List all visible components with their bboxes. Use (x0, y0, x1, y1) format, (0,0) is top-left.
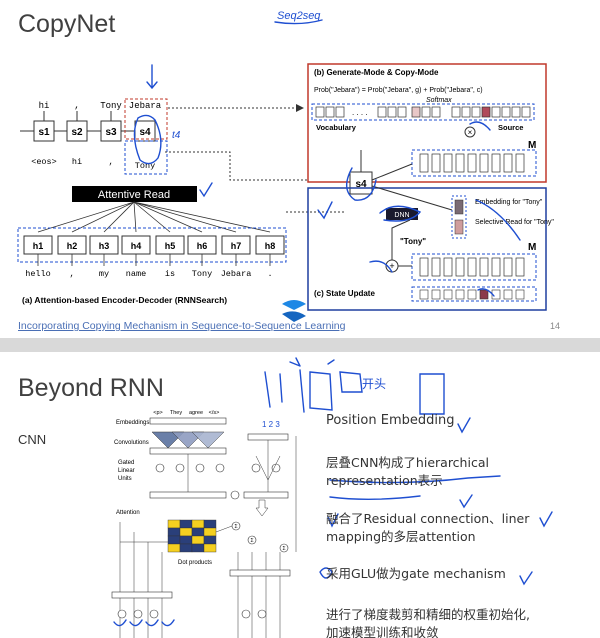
svg-text:1 2 3: 1 2 3 (262, 420, 280, 429)
svg-text:t4: t4 (172, 130, 181, 141)
state-update-panel (307, 187, 547, 311)
embeddings-label: Embeddings (116, 420, 149, 426)
copynet-figure: Seq2seq s1 s2 s3 s4 hi , Tony Jebara (17, 10, 554, 322)
svg-text:s3: s3 (105, 127, 117, 138)
decoder-output: hi (39, 101, 50, 111)
svg-text:Selective Read for "Tony": Selective Read for "Tony" (475, 219, 554, 226)
svg-text:h7: h7 (231, 241, 242, 251)
svg-text:Source: Source (498, 123, 523, 132)
slide-title: Beyond RNN (18, 374, 164, 402)
svg-text:Σ: Σ (250, 538, 253, 544)
svg-text:h6: h6 (197, 241, 208, 251)
svg-text:M: M (528, 140, 536, 151)
attention-label: Attention (116, 510, 140, 516)
bullet-gradient-2: 加速模型训练和收敛 (326, 625, 439, 638)
svg-text:"Tony": "Tony" (400, 237, 426, 246)
convs2s-figure: 开头 Embeddings Convolutions Gated Linear … (111, 357, 553, 638)
glu-label-1: Gated (118, 460, 134, 466)
handwritten-note: Seq2seq (277, 10, 321, 22)
svg-text:h8: h8 (265, 241, 276, 251)
attentive-read-bar (72, 186, 197, 202)
glu-label-2: Linear (118, 468, 135, 474)
bullet-hierarchical-2: representation表示 (326, 473, 443, 488)
svg-text:h1: h1 (33, 241, 44, 251)
decoder-state-s2: s2 (66, 120, 88, 142)
jebara-highlight (124, 98, 168, 140)
svg-text:name: name (126, 269, 146, 279)
svg-text:×: × (468, 128, 473, 137)
svg-text:(c) State Update: (c) State Update (314, 289, 375, 298)
svg-text:Tony: Tony (192, 269, 212, 279)
encoder-states: h1 h2 h3 h4 h5 h6 h7 h8 (23, 235, 285, 255)
bullet-residual-1: 融合了Residual connection、liner (326, 511, 530, 526)
svg-text:h3: h3 (99, 241, 110, 251)
page-number: 14 (549, 321, 560, 331)
glu-label-3: Units (118, 476, 132, 482)
decoder-state-s1: s1 (33, 120, 55, 142)
svg-text:Embedding for "Tony": Embedding for "Tony" (475, 199, 543, 206)
encoder-words: hello , my name is Tony Jebara . (25, 269, 272, 279)
svg-text:. . . .: . . . . (352, 108, 368, 117)
dot-products-label: Dot products (178, 560, 212, 566)
svg-text:my: my (99, 269, 109, 279)
decoder-input: Tony (135, 161, 155, 171)
decoder-state-s4: s4 (134, 120, 156, 142)
dnn-box (386, 208, 418, 220)
panel-b-title: (b) Generate-Mode & Copy-Mode (314, 68, 439, 77)
svg-text:s4: s4 (355, 179, 367, 190)
slide-beyond-rnn: Beyond RNN CNN 开头 Embeddings Convolution… (0, 352, 600, 638)
paper-link[interactable]: Incorporating Copying Mechanism in Seque… (18, 320, 346, 332)
decoder-output: Tony (100, 101, 122, 111)
svg-text:</s>: </s> (209, 410, 220, 416)
figure-a-caption: (a) Attention-based Encoder-Decoder (RNN… (22, 295, 227, 305)
logo-watermark (282, 300, 306, 322)
svg-text:agree: agree (189, 410, 203, 416)
decoder-input: , (108, 157, 113, 167)
svg-text:<p>: <p> (153, 410, 162, 416)
attentive-read-label: Attentive Read (98, 189, 170, 201)
decoder-input: <eos> (31, 157, 57, 167)
svg-text:s2: s2 (71, 127, 83, 138)
convolutions-label: Convolutions (114, 440, 149, 446)
cnn-label: CNN (18, 432, 47, 447)
svg-text:h2: h2 (67, 241, 78, 251)
svg-text:+: + (389, 261, 394, 271)
svg-text:,: , (69, 269, 74, 279)
decoder-output: , (74, 101, 79, 111)
bullet-residual-2: mapping的多层attention (326, 529, 476, 544)
decoder-input: hi (72, 157, 82, 167)
bullet-gradient-1: 进行了梯度裁剪和精细的权重初始化, (326, 607, 530, 622)
svg-text:DNN: DNN (394, 212, 409, 219)
decoder-output: Jebara (129, 101, 162, 111)
svg-text:hello: hello (25, 269, 51, 279)
slide-title: CopyNet (18, 10, 116, 38)
bullet-position-embedding: Position Embedding (326, 413, 455, 428)
encoder-box (17, 227, 287, 263)
slide-separator (0, 338, 600, 352)
svg-text:is: is (165, 269, 175, 279)
bullet-hierarchical-1: 层叠CNN构成了hierarchical (326, 455, 489, 470)
decoder-state-s3: s3 (100, 120, 122, 142)
bullet-glu: 采用GLU做为gate mechanism (326, 566, 506, 581)
svg-text:Softmax: Softmax (426, 97, 452, 104)
svg-text:h5: h5 (165, 241, 176, 251)
svg-text:They: They (170, 410, 182, 416)
prob-formula: Prob("Jebara") = Prob("Jebara", g) + Pro… (314, 87, 483, 94)
svg-text:s1: s1 (38, 127, 50, 138)
svg-text:开头: 开头 (362, 377, 386, 391)
svg-text:Vocabulary: Vocabulary (316, 123, 357, 132)
svg-text:Jebara: Jebara (221, 269, 252, 279)
svg-text:.: . (267, 269, 272, 279)
svg-text:Σ: Σ (282, 546, 285, 552)
svg-text:M: M (528, 242, 536, 253)
svg-text:Σ: Σ (234, 524, 237, 530)
slide-copynet: CopyNet Seq2seq s1 s2 s3 s4 hi , Tony (17, 10, 560, 332)
svg-text:h4: h4 (131, 241, 142, 251)
svg-text:s4: s4 (139, 127, 151, 138)
